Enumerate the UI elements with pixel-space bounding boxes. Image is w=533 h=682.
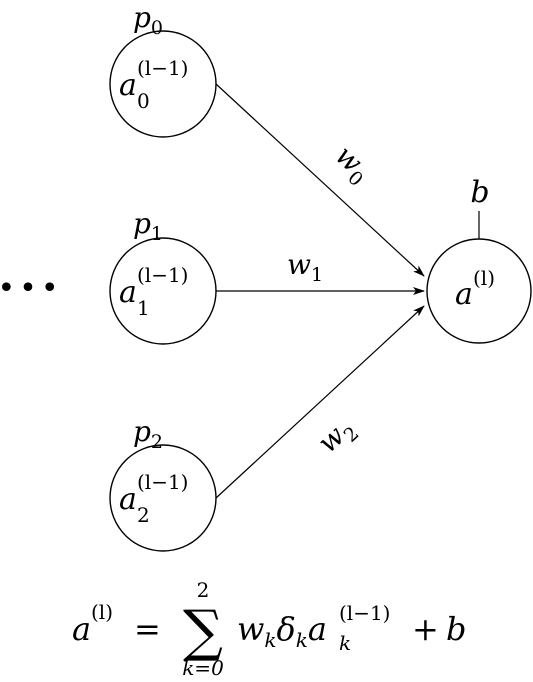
node-1-activation-sub: 1 bbox=[137, 296, 150, 320]
node-2-activation: a bbox=[119, 482, 137, 517]
formula-sum-sign: ∑ bbox=[183, 599, 223, 664]
node-2-activation-sub: 2 bbox=[137, 503, 150, 527]
formula-sum-upper: 2 bbox=[197, 578, 210, 602]
node-1-p-label: p1 bbox=[133, 207, 163, 245]
output-activation-sup: (l) bbox=[473, 266, 495, 290]
node-0-activation-sup: (l−1) bbox=[137, 56, 188, 80]
formula-a-sup: (l−1) bbox=[339, 601, 390, 625]
formula-sum-lower: k=0 bbox=[182, 656, 224, 680]
input-node-2: p2 a (l−1) 2 bbox=[109, 415, 217, 552]
weight-label-w2: w2 bbox=[311, 411, 363, 463]
output-node: a (l) bbox=[426, 238, 532, 344]
weight-label-w1: w1 bbox=[287, 248, 323, 286]
input-node-0: p0 a (l−1) 0 bbox=[109, 1, 217, 138]
formula-bias: b bbox=[446, 610, 466, 648]
formula-equals: = bbox=[134, 610, 161, 648]
input-node-1: p1 a (l−1) 1 bbox=[109, 207, 217, 345]
formula-lhs-sup: (l) bbox=[91, 600, 113, 624]
node-2-activation-sup: (l−1) bbox=[137, 470, 188, 494]
node-2-p-label: p2 bbox=[133, 415, 163, 453]
edge-w0 bbox=[215, 83, 425, 277]
formula: a (l) = ∑ 2 k=0 wkδka k (l−1) + b bbox=[72, 578, 466, 680]
formula-plus: + bbox=[412, 610, 439, 648]
node-1-activation: a bbox=[119, 275, 137, 310]
formula-lhs: a bbox=[72, 610, 91, 648]
output-activation: a bbox=[455, 277, 473, 312]
bias-label: b bbox=[470, 175, 489, 210]
edge-w2 bbox=[215, 305, 425, 499]
node-0-p-label: p0 bbox=[133, 1, 163, 39]
weight-label-w0: w0 bbox=[326, 139, 378, 191]
formula-a-sub: k bbox=[339, 631, 351, 655]
ellipsis-dots: ••• bbox=[0, 271, 63, 306]
node-1-activation-sup: (l−1) bbox=[137, 263, 188, 287]
formula-term: wkδka bbox=[237, 610, 327, 652]
node-0-activation: a bbox=[119, 68, 137, 103]
node-0-activation-sub: 0 bbox=[137, 89, 150, 113]
